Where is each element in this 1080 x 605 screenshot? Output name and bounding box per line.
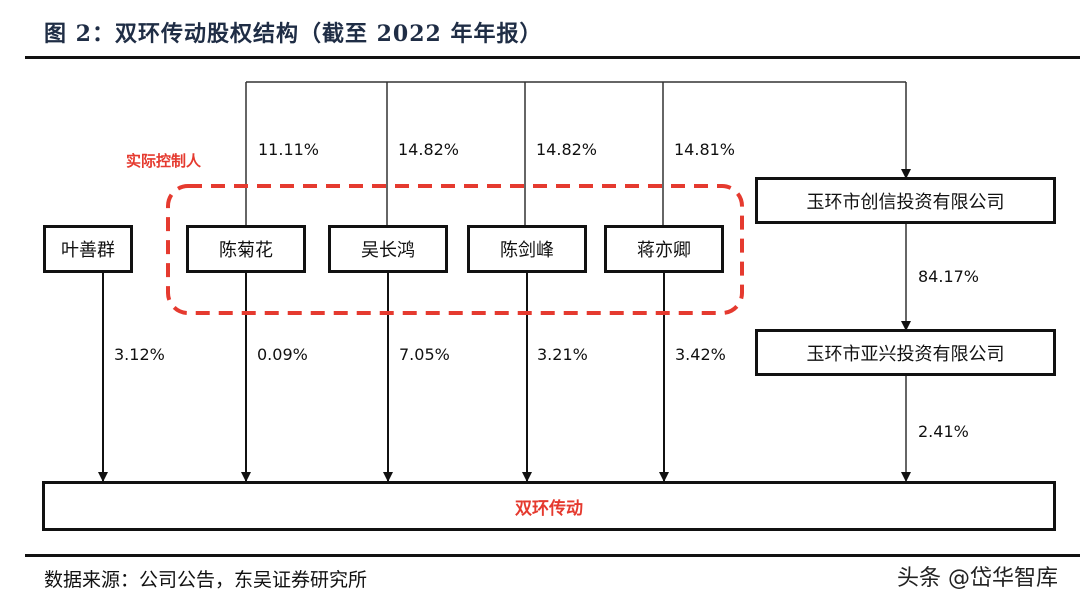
watermark: 头条 @岱华智库	[897, 566, 1058, 591]
target-company-box: 双环传动	[42, 481, 1056, 531]
pct-label-indirect: 11.11%	[258, 140, 320, 159]
pct-label-holding: 84.17%	[918, 267, 980, 286]
shareholder-box: 蒋亦卿	[604, 225, 724, 273]
shareholder-name: 陈剑峰	[500, 240, 554, 261]
holding-company-box: 玉环市创信投资有限公司	[755, 177, 1056, 224]
pct-label-holding: 2.41%	[918, 422, 969, 441]
shareholder-box: 吴长鸿	[328, 225, 448, 273]
pct-label-indirect: 14.82%	[398, 140, 460, 159]
holding-company-name: 玉环市创信投资有限公司	[806, 191, 1005, 213]
source-note: 数据来源：公司公告，东吴证券研究所	[44, 569, 368, 591]
pct-label-indirect: 14.82%	[536, 140, 598, 159]
pct-label-indirect: 14.81%	[674, 140, 736, 159]
footer-rule	[25, 554, 1080, 557]
shareholder-name: 蒋亦卿	[637, 240, 691, 261]
target-company-name: 双环传动	[515, 498, 583, 519]
figure-title: 图 2：双环传动股权结构（截至 2022 年年报）	[44, 21, 543, 47]
pct-label-direct: 7.05%	[399, 345, 450, 364]
pct-label-direct: 0.09%	[257, 345, 308, 364]
shareholder-box: 陈剑峰	[467, 225, 587, 273]
shareholder-name: 陈菊花	[219, 240, 273, 261]
controller-group-outline	[166, 184, 744, 315]
shareholder-box: 陈菊花	[186, 225, 306, 273]
shareholder-name: 吴长鸿	[361, 240, 415, 261]
title-rule	[25, 56, 1080, 59]
pct-label-direct: 3.21%	[537, 345, 588, 364]
shareholder-name: 叶善群	[61, 240, 115, 261]
holding-company-name: 玉环市亚兴投资有限公司	[806, 343, 1005, 365]
holding-company-box: 玉环市亚兴投资有限公司	[755, 329, 1056, 376]
shareholder-box: 叶善群	[43, 225, 133, 273]
pct-label-direct: 3.42%	[675, 345, 726, 364]
pct-label-direct: 3.12%	[114, 345, 165, 364]
controller-group-label: 实际控制人	[126, 152, 202, 170]
